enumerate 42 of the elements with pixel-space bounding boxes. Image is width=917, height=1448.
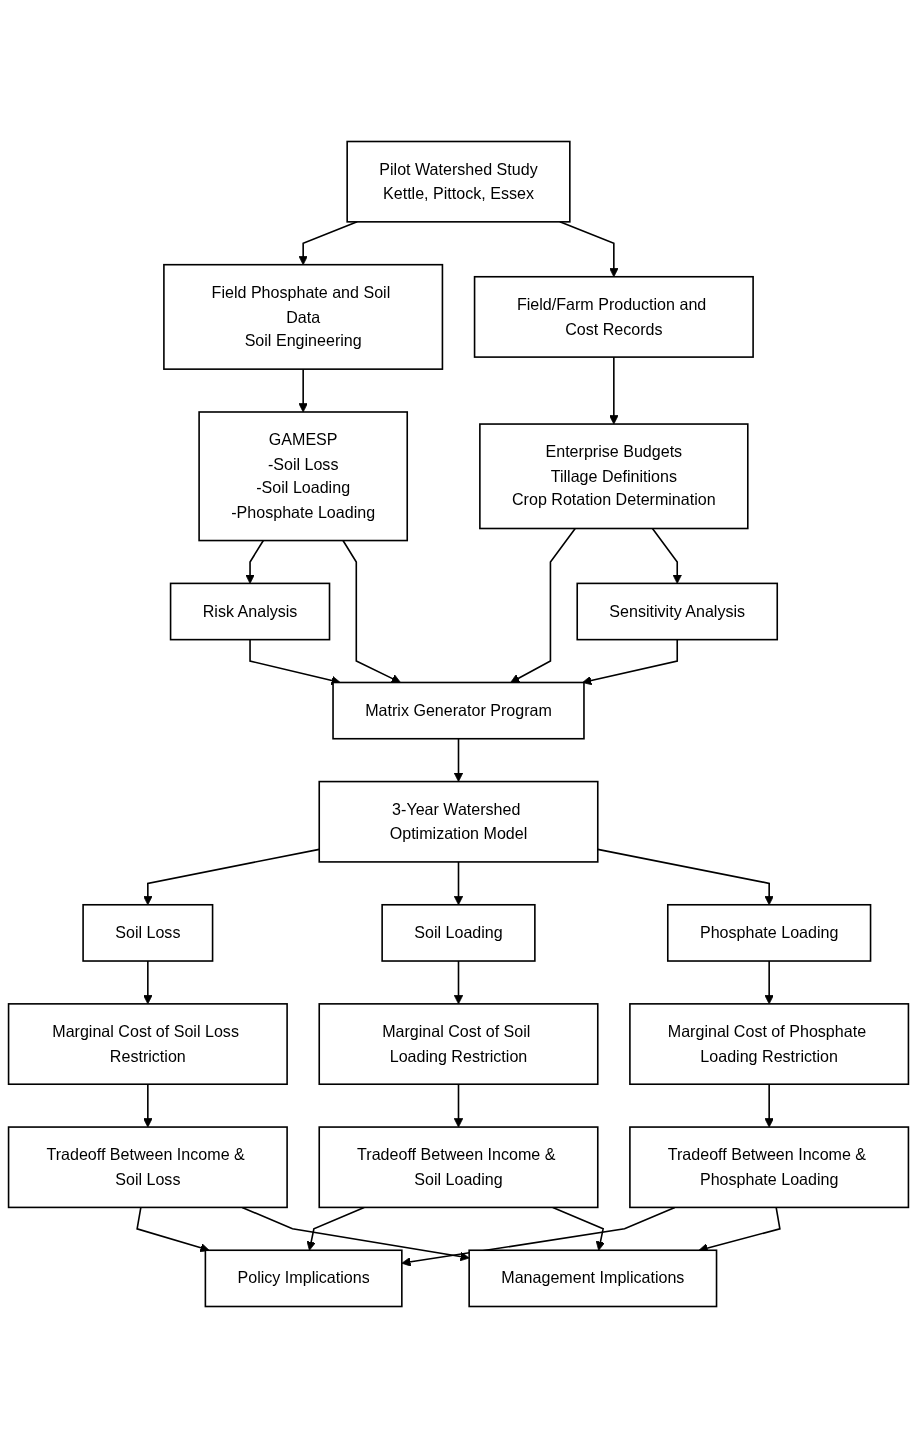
node-box: GAMESP -Soil Loss -Soil Loading -Phosphate Loading bbox=[198, 411, 409, 542]
arrow bbox=[241, 1206, 470, 1262]
arrow bbox=[245, 539, 265, 584]
node-box: Management Implications bbox=[468, 1249, 718, 1308]
node-box: Policy Implications bbox=[204, 1249, 403, 1308]
node-box: 3-Year Watershed Optimization Model bbox=[318, 780, 599, 863]
node-box: Matrix Generator Program bbox=[332, 681, 585, 740]
arrow bbox=[651, 527, 682, 584]
arrow bbox=[143, 1083, 153, 1128]
arrow bbox=[306, 1206, 365, 1251]
arrow bbox=[453, 960, 464, 1005]
node-box: Field/Farm Production and Cost Records bbox=[473, 275, 754, 358]
arrow bbox=[453, 861, 464, 906]
node-box: Marginal Cost of Soil Loading Restriction bbox=[318, 1003, 599, 1085]
node-box: Field Phosphate and Soil Data Soil Engineering bbox=[163, 263, 444, 370]
arrow bbox=[609, 356, 619, 425]
node-box: Pilot Watershed Study Kettle, Pittock, Essex bbox=[346, 140, 571, 223]
arrow bbox=[510, 527, 576, 683]
node-box: Tradeoff Between Income & Phosphate Loading bbox=[629, 1126, 910, 1209]
node-box: Soil Loading bbox=[381, 903, 536, 962]
arrow bbox=[764, 1083, 774, 1128]
node-box: Marginal Cost of Soil Loss Restriction bbox=[7, 1003, 288, 1085]
arrow bbox=[143, 960, 153, 1005]
arrow bbox=[453, 737, 464, 782]
arrow bbox=[552, 1206, 606, 1251]
node-box: Phosphate Loading bbox=[666, 903, 872, 962]
node-box: Soil Loss bbox=[82, 903, 214, 962]
arrow bbox=[559, 221, 619, 278]
arrow bbox=[401, 1206, 676, 1267]
node-box: Risk Analysis bbox=[169, 582, 331, 641]
arrow bbox=[136, 1206, 210, 1253]
node-box: Enterprise Budgets Tillage Definitions Crop Rotation Determination bbox=[479, 423, 749, 530]
node-box: Marginal Cost of Phosphate Loading Restriction bbox=[629, 1003, 910, 1085]
node-box: Tradeoff Between Income & Soil Loss bbox=[7, 1126, 288, 1209]
node-box: Tradeoff Between Income & Soil Loading bbox=[318, 1126, 599, 1209]
arrow bbox=[764, 960, 774, 1005]
arrow bbox=[298, 221, 358, 266]
arrow bbox=[342, 539, 401, 684]
node-box: Sensitivity Analysis bbox=[576, 582, 779, 641]
arrow bbox=[298, 368, 308, 413]
arrow bbox=[453, 1083, 464, 1128]
arrow bbox=[582, 638, 679, 686]
